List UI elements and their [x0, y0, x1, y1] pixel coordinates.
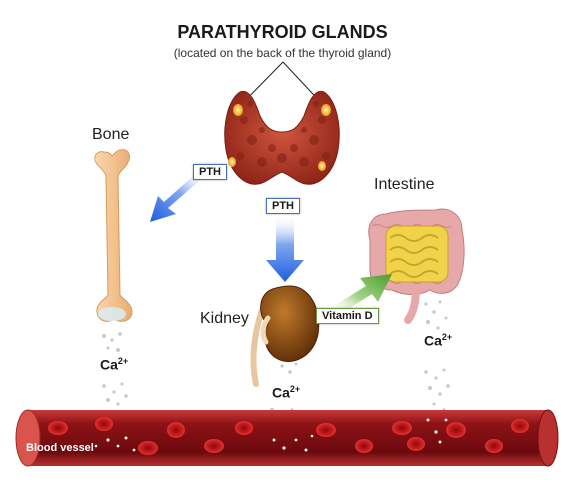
calcium-label-bone: Ca2+	[100, 356, 129, 373]
pth-tag-bone: PTH	[193, 164, 227, 180]
red-blood-cells	[48, 417, 529, 455]
thyroid-gland	[224, 90, 340, 185]
pth-arrow-to-kidney	[266, 214, 304, 282]
calcium-label-kidney: Ca2+	[272, 384, 301, 401]
vitamin-d-tag: Vitamin D	[316, 308, 379, 324]
intestine-label: Intestine	[374, 176, 435, 193]
blood-vessel	[15, 409, 559, 467]
calcium-label-intestine: Ca2+	[424, 332, 453, 349]
bone-illustration	[94, 149, 133, 322]
parathyroid-glands	[228, 104, 331, 171]
bone-label: Bone	[92, 126, 130, 143]
page-title: PARATHYROID GLANDS	[177, 22, 388, 42]
kidney-label: Kidney	[200, 310, 249, 327]
intestine-illustration	[368, 208, 465, 324]
blood-vessel-label: Blood vessel	[26, 442, 94, 454]
pth-tag-kidney: PTH	[266, 198, 300, 214]
vitamin-d-arrow	[334, 274, 392, 314]
pth-arrow-to-bone	[150, 170, 205, 222]
page-subtitle: (located on the back of the thyroid glan…	[173, 46, 392, 60]
kidney-illustration	[250, 285, 320, 387]
